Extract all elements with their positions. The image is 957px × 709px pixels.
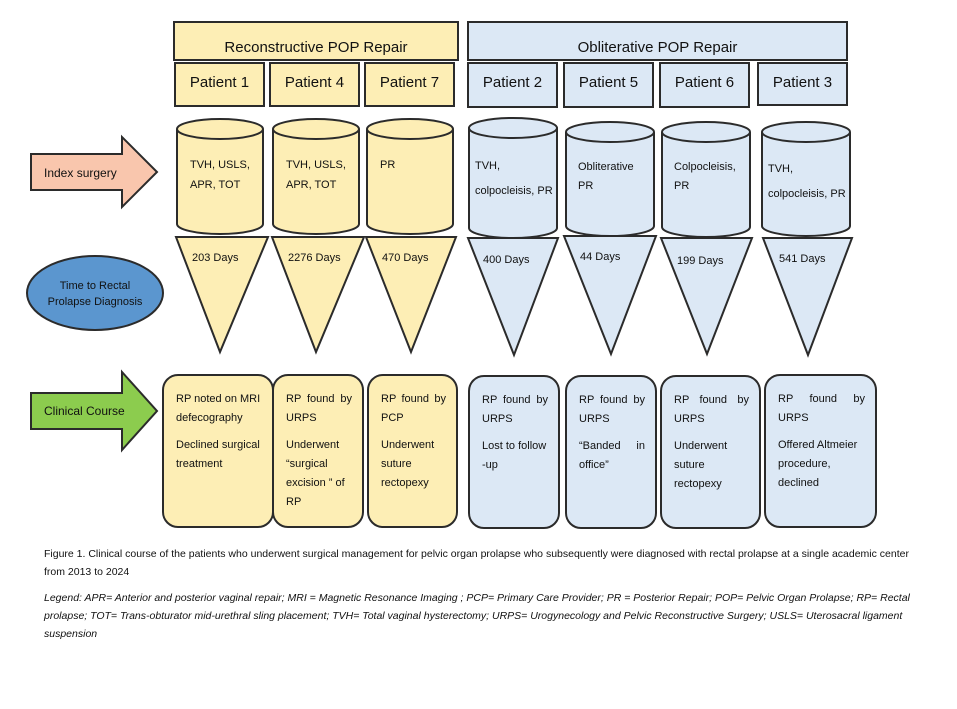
index-surgery-cylinder-p6 — [661, 121, 751, 238]
clinical-course-label: Clinical Course — [44, 404, 125, 418]
time-to-diagnosis-label-line2: Prolapse Diagnosis — [47, 296, 143, 308]
time-to-diagnosis-ellipse — [26, 255, 164, 331]
group-header-reconstructive-label: Reconstructive POP Repair — [224, 39, 408, 56]
patient-box-3: Patient 3 — [757, 62, 848, 106]
surgery-line: APR, TOT — [190, 179, 241, 191]
course-finding: RP noted on MRI defecography — [176, 393, 261, 424]
figure-caption: Figure 1. Clinical course of the patient… — [44, 548, 909, 578]
course-finding: RP found by URPS — [482, 394, 548, 425]
surgery-line: Colpocleisis, — [674, 161, 736, 173]
clinical-course-box-p1: RP noted on MRI defecography Declined su… — [162, 374, 274, 528]
course-outcome: Lost to follow -up — [482, 440, 547, 471]
index-surgery-cylinder-p2 — [468, 117, 558, 239]
course-finding: RP found by URPS — [674, 394, 749, 425]
index-surgery-cylinder-p1 — [176, 118, 264, 235]
time-triangle-p1 — [174, 236, 270, 355]
patient-box-6: Patient 6 — [659, 62, 750, 108]
time-triangle-p6 — [659, 237, 754, 357]
index-surgery-text-p6: Colpocleisis, PR — [674, 158, 736, 196]
course-outcome: Underwent suture rectopexy — [674, 440, 728, 490]
days-label-p6: 199 Days — [677, 255, 724, 267]
patient-box-2: Patient 2 — [467, 62, 558, 108]
course-outcome: Declined surgical treatment — [176, 439, 260, 470]
index-surgery-cylinder-p7 — [366, 118, 454, 235]
figure-legend: Legend: APR= Anterior and posterior vagi… — [44, 592, 910, 640]
clinical-course-box-p3: RP found by URPS Offered Altmeier proced… — [764, 374, 877, 528]
surgery-line: PR — [674, 180, 690, 192]
surgery-line: colpocleisis, PR — [475, 185, 553, 197]
days-label-p2: 400 Days — [483, 254, 530, 266]
time-triangle-p7 — [364, 236, 458, 355]
days-label-p1: 203 Days — [192, 252, 239, 264]
clinical-course-box-p7: RP found by PCP Underwent suture rectope… — [367, 374, 458, 528]
days-label-p4: 2276 Days — [288, 252, 341, 264]
patient-label: Patient 2 — [482, 74, 543, 91]
days-label-p5: 44 Days — [580, 251, 621, 263]
surgery-line: TVH, USLS, — [190, 159, 250, 171]
patient-box-7: Patient 7 — [364, 62, 455, 107]
surgery-line: APR, TOT — [286, 179, 337, 191]
surgery-line: colpocleisis, PR — [768, 188, 846, 200]
course-outcome: Offered Altmeier procedure, declined — [778, 439, 858, 489]
patient-label: Patient 4 — [284, 74, 345, 91]
patient-box-5: Patient 5 — [563, 62, 654, 108]
patient-label: Patient 3 — [772, 74, 833, 91]
index-surgery-label: Index surgery — [44, 166, 117, 180]
group-header-reconstructive: Reconstructive POP Repair — [173, 21, 459, 61]
index-surgery-text-p2: TVH, colpocleisis, PR — [475, 154, 553, 204]
clinical-course-box-p6: RP found by URPS Underwent suture rectop… — [660, 375, 761, 529]
group-header-obliterative: Obliterative POP Repair — [467, 21, 848, 61]
days-label-p3: 541 Days — [779, 253, 826, 265]
surgery-line: TVH, — [475, 160, 501, 172]
course-outcome: Underwent “surgical excision ” of RP — [286, 439, 345, 508]
clinical-course-arrow — [30, 369, 159, 453]
index-surgery-text-p4: TVH, USLS, APR, TOT — [286, 155, 346, 195]
patient-box-1: Patient 1 — [174, 62, 265, 107]
index-surgery-text-p5: Obliterative PR — [578, 158, 634, 196]
index-surgery-text-p3: TVH, colpocleisis, PR — [768, 157, 846, 207]
time-triangle-p5 — [562, 235, 658, 357]
index-surgery-arrow — [30, 134, 159, 210]
patient-label: Patient 5 — [578, 74, 639, 91]
index-surgery-text-p7: PR — [380, 155, 395, 175]
surgery-line: TVH, — [768, 163, 794, 175]
time-to-diagnosis-label-line1: Time to Rectal — [59, 280, 131, 292]
clinical-course-box-p4: RP found by URPS Underwent “surgical exc… — [272, 374, 364, 528]
surgery-line: PR — [380, 159, 396, 171]
time-triangle-p4 — [270, 236, 366, 355]
index-surgery-cylinder-p4 — [272, 118, 360, 235]
days-label-p7: 470 Days — [382, 252, 429, 264]
clinical-course-box-p2: RP found by URPS Lost to follow -up — [468, 375, 560, 529]
course-finding: RP found by URPS — [286, 393, 352, 424]
index-surgery-cylinder-p3 — [761, 121, 851, 237]
time-to-diagnosis-label: Time to Rectal Prolapse Diagnosis — [28, 278, 162, 310]
course-outcome: Underwent suture rectopexy — [381, 439, 435, 489]
surgery-line: Obliterative — [578, 161, 634, 173]
time-triangle-p2 — [466, 237, 560, 358]
course-finding: RP found by PCP — [381, 393, 446, 424]
time-triangle-p3 — [761, 237, 854, 358]
patient-label: Patient 1 — [189, 74, 250, 91]
clinical-course-box-p5: RP found by URPS “Banded in office” — [565, 375, 657, 529]
patient-label: Patient 7 — [379, 74, 440, 91]
course-outcome: “Banded in office” — [579, 440, 645, 471]
patient-box-4: Patient 4 — [269, 62, 360, 107]
course-finding: RP found by URPS — [579, 394, 645, 425]
surgery-line: TVH, USLS, — [286, 159, 346, 171]
course-finding: RP found by URPS — [778, 393, 865, 424]
group-header-obliterative-label: Obliterative POP Repair — [577, 39, 738, 56]
patient-label: Patient 6 — [674, 74, 735, 91]
surgery-line: PR — [578, 180, 594, 192]
index-surgery-text-p1: TVH, USLS, APR, TOT — [190, 155, 250, 195]
